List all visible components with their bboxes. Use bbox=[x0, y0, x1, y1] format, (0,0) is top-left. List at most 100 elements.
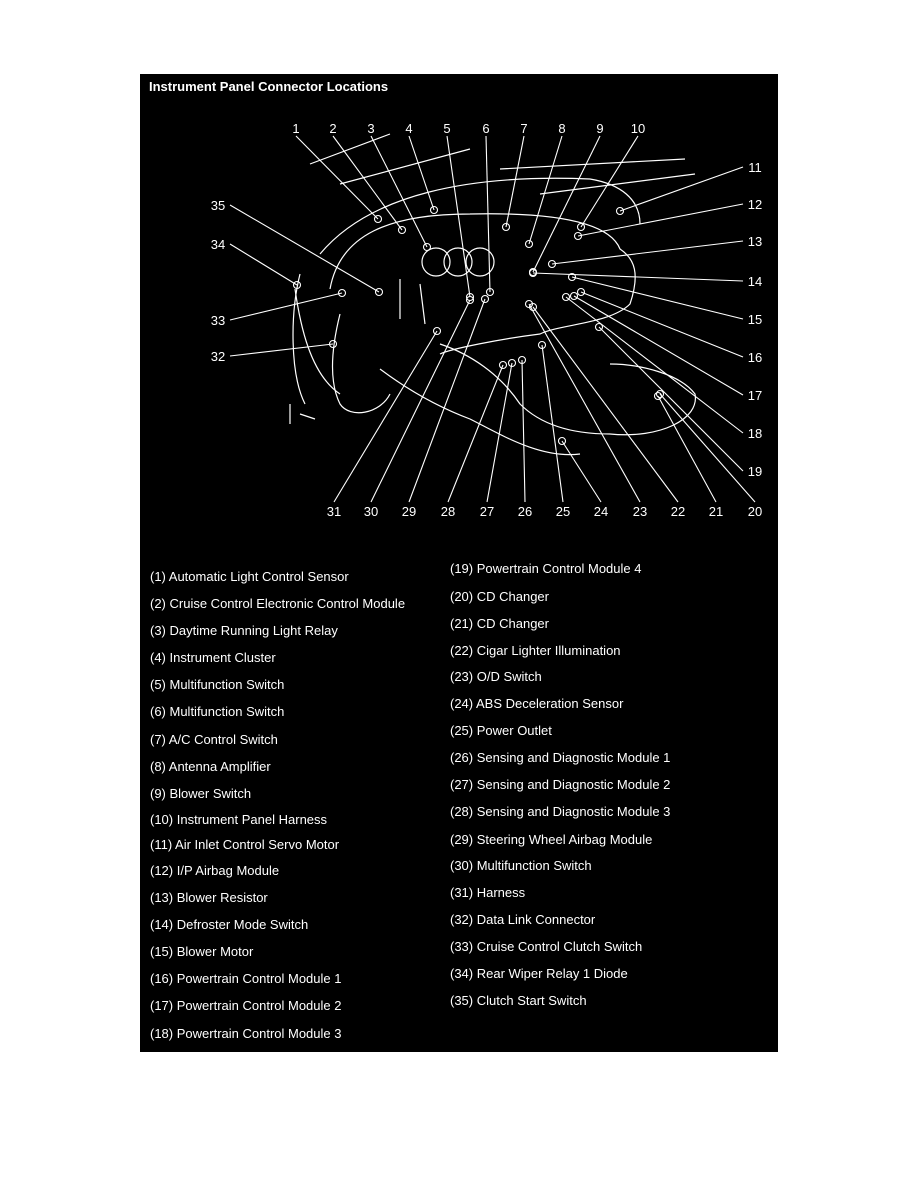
callout-label-7: 7 bbox=[520, 121, 527, 136]
connector-14 bbox=[528, 268, 538, 278]
connector-16 bbox=[576, 287, 586, 297]
callout-label-2: 2 bbox=[329, 121, 336, 136]
leader-line-23 bbox=[528, 303, 641, 503]
connector-10 bbox=[576, 222, 586, 232]
connector-27 bbox=[507, 358, 517, 368]
legend-item: (14) Defroster Mode Switch bbox=[150, 917, 309, 932]
connector-12 bbox=[573, 231, 583, 241]
connector-28 bbox=[498, 360, 508, 370]
callout-label-4: 4 bbox=[405, 121, 412, 136]
legend-item: (33) Cruise Control Clutch Switch bbox=[450, 939, 643, 954]
leader-line-35 bbox=[229, 204, 380, 293]
leader-line-30 bbox=[370, 299, 471, 503]
connector-26 bbox=[517, 355, 527, 365]
leader-line-13 bbox=[551, 240, 744, 265]
callout-label-18: 18 bbox=[748, 426, 762, 441]
callout-label-30: 30 bbox=[364, 504, 378, 519]
connector-13 bbox=[547, 259, 557, 269]
legend-item: (18) Powertrain Control Module 3 bbox=[150, 1026, 342, 1041]
leader-line-2 bbox=[332, 135, 403, 231]
callout-label-29: 29 bbox=[402, 504, 416, 519]
legend-item: (30) Multifunction Switch bbox=[450, 858, 592, 873]
connector-25 bbox=[537, 340, 547, 350]
callout-label-34: 34 bbox=[211, 237, 225, 252]
callout-label-12: 12 bbox=[748, 197, 762, 212]
leader-line-32 bbox=[229, 343, 334, 357]
connector-33 bbox=[337, 288, 347, 298]
legend-item: (5) Multifunction Switch bbox=[150, 677, 285, 692]
connector-24 bbox=[557, 436, 567, 446]
callout-label-35: 35 bbox=[211, 198, 225, 213]
callout-label-1: 1 bbox=[292, 121, 299, 136]
leader-line-9 bbox=[532, 135, 601, 273]
legend-item: (35) Clutch Start Switch bbox=[450, 993, 587, 1008]
callout-label-5: 5 bbox=[443, 121, 450, 136]
connector-23 bbox=[524, 299, 534, 309]
leader-line-21 bbox=[657, 395, 717, 503]
callout-label-21: 21 bbox=[709, 504, 723, 519]
legend-item: (28) Sensing and Diagnostic Module 3 bbox=[450, 804, 671, 819]
dashboard-outline bbox=[289, 133, 696, 456]
legend-item: (12) I/P Airbag Module bbox=[150, 863, 280, 878]
callout-label-20: 20 bbox=[748, 504, 762, 519]
page-title: Instrument Panel Connector Locations bbox=[149, 79, 389, 94]
leader-line-20 bbox=[659, 393, 756, 503]
callout-label-13: 13 bbox=[748, 234, 762, 249]
callout-label-10: 10 bbox=[631, 121, 645, 136]
callout-label-14: 14 bbox=[748, 274, 762, 289]
callout-label-28: 28 bbox=[441, 504, 455, 519]
connector-6 bbox=[485, 287, 495, 297]
legend-item: (21) CD Changer bbox=[450, 616, 549, 631]
connector-17 bbox=[569, 291, 579, 301]
leader-line-33 bbox=[229, 292, 343, 321]
leader-line-24 bbox=[561, 440, 602, 503]
callout-label-11: 11 bbox=[748, 160, 762, 175]
connector-35 bbox=[374, 287, 384, 297]
leader-line-26 bbox=[521, 359, 526, 503]
connector-8 bbox=[524, 239, 534, 249]
legend-item: (19) Powertrain Control Module 4 bbox=[450, 561, 642, 576]
leader-line-1 bbox=[295, 135, 379, 220]
legend-item: (11) Air Inlet Control Servo Motor bbox=[150, 837, 340, 852]
connector-32 bbox=[328, 339, 338, 349]
legend-item: (8) Antenna Amplifier bbox=[150, 759, 271, 774]
callout-label-3: 3 bbox=[367, 121, 374, 136]
connector-21 bbox=[653, 391, 663, 401]
connector-19 bbox=[594, 322, 604, 332]
legend-item: (22) Cigar Lighter Illumination bbox=[450, 643, 621, 658]
connector-3 bbox=[422, 242, 432, 252]
legend-item: (6) Multifunction Switch bbox=[150, 704, 285, 719]
callout-label-9: 9 bbox=[596, 121, 603, 136]
callout-label-16: 16 bbox=[748, 350, 762, 365]
leader-line-4 bbox=[408, 135, 435, 211]
legend-item: (1) Automatic Light Control Sensor bbox=[150, 569, 349, 584]
leader-line-7 bbox=[505, 135, 525, 228]
leader-line-16 bbox=[580, 291, 744, 358]
connector-15 bbox=[567, 272, 577, 282]
connector-20 bbox=[655, 389, 665, 399]
leader-line-29 bbox=[408, 298, 486, 503]
callout-label-25: 25 bbox=[556, 504, 570, 519]
legend-item: (7) A/C Control Switch bbox=[150, 732, 278, 747]
legend-item: (4) Instrument Cluster bbox=[150, 650, 276, 665]
leader-line-6 bbox=[485, 135, 491, 293]
callout-label-19: 19 bbox=[748, 464, 762, 479]
callout-label-26: 26 bbox=[518, 504, 532, 519]
callout-label-8: 8 bbox=[558, 121, 565, 136]
leader-line-5 bbox=[446, 135, 471, 298]
callout-label-6: 6 bbox=[482, 121, 489, 136]
legend-item: (27) Sensing and Diagnostic Module 2 bbox=[450, 777, 671, 792]
legend-item: (9) Blower Switch bbox=[150, 786, 252, 801]
legend-item: (26) Sensing and Diagnostic Module 1 bbox=[450, 750, 671, 765]
legend-item: (13) Blower Resistor bbox=[150, 890, 268, 905]
leader-line-31 bbox=[333, 330, 438, 503]
legend-item: (10) Instrument Panel Harness bbox=[150, 812, 328, 827]
leader-line-15 bbox=[571, 276, 744, 320]
callout-label-31: 31 bbox=[327, 504, 341, 519]
connector-18 bbox=[561, 292, 571, 302]
leader-line-14 bbox=[532, 272, 744, 282]
leader-line-34 bbox=[229, 243, 298, 286]
connector-2 bbox=[397, 225, 407, 235]
leader-line-8 bbox=[528, 135, 563, 245]
